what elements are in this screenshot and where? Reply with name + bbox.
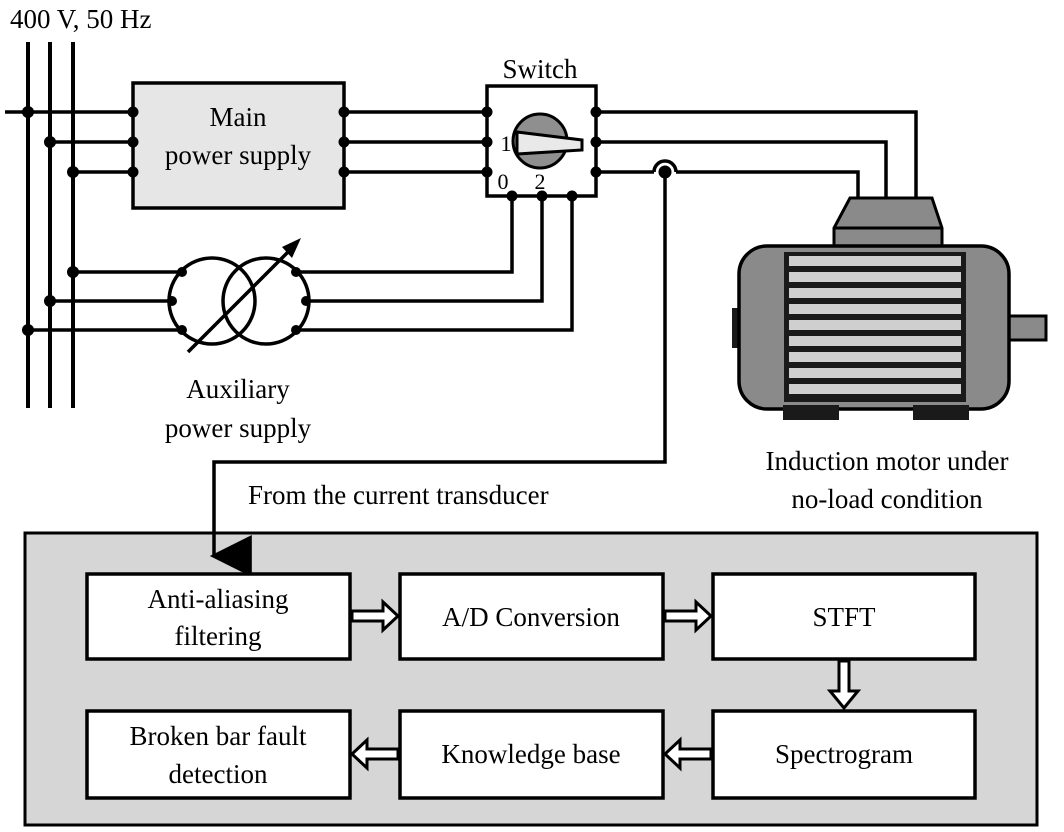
anti-aliasing-label-1: Anti-aliasing <box>148 584 289 614</box>
transducer-signal-line <box>209 172 667 577</box>
arrow-spectrogram-to-knowledge <box>662 736 713 772</box>
arrow-knowledge-to-fault <box>349 736 400 772</box>
arrow-stft-to-spectrogram <box>826 659 862 711</box>
motor-label-1: Induction motor under <box>766 446 1009 476</box>
block-knowledge-base: Knowledge base <box>398 709 665 800</box>
main-power-supply: Main power supply <box>127 81 350 210</box>
switch-to-motor-wires <box>596 110 918 198</box>
switch-label: Switch <box>502 54 578 84</box>
switch-position-1: 1 <box>501 131 512 156</box>
three-phase-bus <box>26 42 75 408</box>
block-fault-detection: Broken bar fault detection <box>85 709 352 800</box>
main-supply-label-1: Main <box>210 102 267 132</box>
switch-position-0: 0 <box>498 169 509 194</box>
fault-detection-label-2: detection <box>169 759 268 789</box>
aux-to-switch-wires <box>296 196 574 332</box>
block-spectrogram: Spectrogram <box>711 709 977 800</box>
auxiliary-transformer <box>167 238 311 354</box>
spectrogram-label: Spectrogram <box>775 739 913 769</box>
aux-supply-label-2: power supply <box>165 413 312 443</box>
main-supply-wires <box>5 110 133 174</box>
induction-motor <box>732 196 1048 420</box>
switch-position-2: 2 <box>535 169 546 194</box>
bus-junctions-aux <box>22 266 79 336</box>
bus-junctions-main <box>22 106 79 178</box>
switch-handle <box>515 130 584 156</box>
block-stft: STFT <box>711 572 977 661</box>
arrow-ad-to-stft <box>663 598 714 634</box>
stft-label: STFT <box>812 602 876 632</box>
supply-label: 400 V, 50 Hz <box>10 4 152 34</box>
aux-supply-wires-bus <box>28 270 182 332</box>
block-anti-aliasing: Anti-aliasing filtering <box>85 572 352 661</box>
block-ad-conversion: A/D Conversion <box>398 572 665 661</box>
aux-supply-label-1: Auxiliary <box>186 374 290 404</box>
anti-aliasing-label-2: filtering <box>175 621 262 651</box>
knowledge-base-label: Knowledge base <box>441 739 620 769</box>
supply-to-switch-wires <box>344 110 487 174</box>
fault-detection-label-1: Broken bar fault <box>130 721 307 751</box>
rotary-switch: Switch 1 0 2 <box>481 54 602 202</box>
ad-conversion-label: A/D Conversion <box>442 602 620 632</box>
motor-label-2: no-load condition <box>791 484 983 514</box>
transducer-label: From the current transducer <box>248 480 549 510</box>
main-supply-label-2: power supply <box>165 140 312 170</box>
arrow-anti-aliasing-to-ad <box>350 598 401 634</box>
